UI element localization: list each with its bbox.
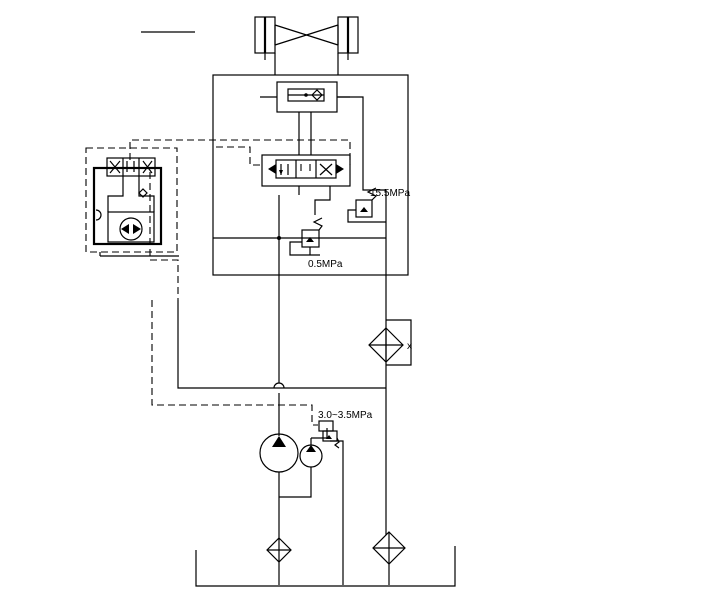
charge-pump [279,428,328,498]
relief-valve-high [347,187,386,223]
relief-valve-pump [318,420,344,585]
relief-valve-pump-label: 3.0~3.5MPa [318,410,373,421]
pilot-dashed-lines [129,139,351,426]
main-pump [259,433,299,540]
motor-unit [85,147,179,257]
valve-block-frame [212,74,409,276]
shuttle-valve [260,81,350,155]
relief-valve-high-label: 15.5MPa [370,188,410,199]
main-lines [177,275,387,535]
relief-valve-low-label: 0.5MPa [308,259,343,270]
suction-filter [266,537,292,585]
valve-block-lines [213,96,387,288]
directional-valve-4-3 [261,154,351,195]
cylinder-left [254,16,276,54]
cylinder-right [337,16,359,54]
cooler-label: x [407,341,412,352]
relief-valve-low [289,217,323,256]
cylinder-cross-lines [264,24,349,75]
return-filter [372,531,406,585]
cooler [368,319,412,366]
reservoir-tank [195,546,456,587]
